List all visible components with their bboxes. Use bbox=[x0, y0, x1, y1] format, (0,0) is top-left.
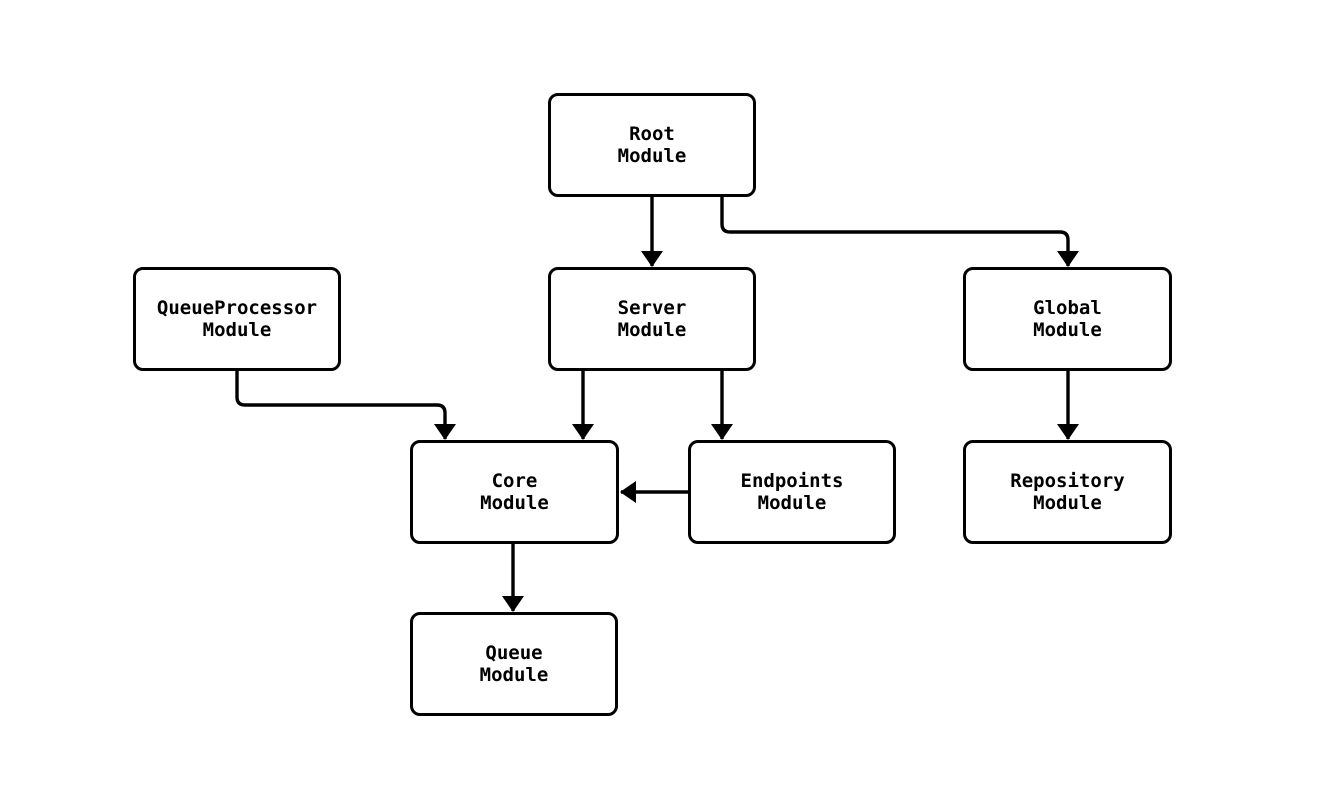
node-label-queueprocessor: QueueProcessor Module bbox=[156, 297, 318, 341]
node-endpoints: Endpoints Module bbox=[688, 440, 896, 544]
node-label-core: Core Module bbox=[480, 470, 549, 514]
node-label-server: Server Module bbox=[617, 297, 687, 341]
node-label-queue: Queue Module bbox=[479, 642, 549, 686]
node-global: Global Module bbox=[963, 267, 1172, 371]
node-core: Core Module bbox=[410, 440, 619, 544]
edge-queueprocessor-to-core bbox=[235, 371, 456, 440]
node-server: Server Module bbox=[548, 267, 756, 371]
node-label-global: Global Module bbox=[1033, 297, 1102, 341]
node-label-root: Root Module bbox=[617, 123, 687, 167]
node-queueprocessor: QueueProcessor Module bbox=[133, 267, 341, 371]
node-label-endpoints: Endpoints Module bbox=[740, 470, 844, 514]
node-repository: Repository Module bbox=[963, 440, 1172, 544]
edge-root-to-global bbox=[720, 197, 1079, 267]
node-queue: Queue Module bbox=[410, 612, 618, 716]
node-root: Root Module bbox=[548, 93, 756, 197]
node-label-repository: Repository Module bbox=[1010, 470, 1125, 514]
